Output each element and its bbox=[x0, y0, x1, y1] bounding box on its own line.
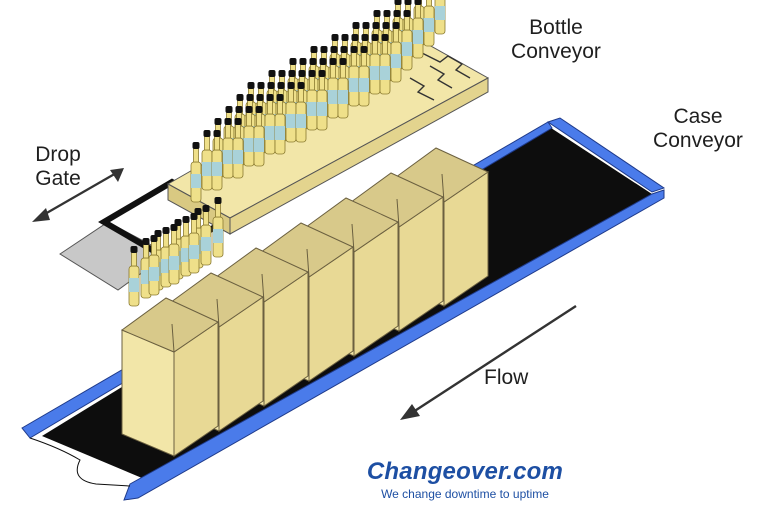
bottle bbox=[201, 130, 213, 191]
bottle bbox=[306, 70, 318, 131]
front-cases bbox=[120, 297, 220, 457]
bottle-conveyor-label-line2: Conveyor bbox=[511, 40, 601, 63]
case-conveyor-label-line2: Conveyor bbox=[653, 129, 743, 152]
flow-label: Flow bbox=[484, 366, 529, 389]
bottle bbox=[401, 10, 413, 71]
bottle bbox=[168, 224, 180, 285]
bottle bbox=[140, 238, 152, 299]
bottle-conveyor-label: Bottle Conveyor bbox=[496, 16, 616, 64]
bottles bbox=[190, 0, 446, 203]
bottle bbox=[348, 46, 360, 107]
bottle bbox=[369, 34, 381, 95]
dropping-bottles bbox=[128, 197, 224, 307]
bottle bbox=[337, 58, 349, 119]
bottle bbox=[327, 58, 339, 119]
bottle bbox=[211, 130, 223, 191]
bottle bbox=[200, 205, 212, 266]
cases bbox=[165, 147, 490, 432]
case-7 bbox=[120, 297, 220, 457]
drop-gate-label-line2: Gate bbox=[35, 167, 81, 190]
logo-tagline: We change downtime to uptime bbox=[381, 487, 549, 501]
case-conveyor-label: Case Conveyor bbox=[638, 105, 758, 153]
drop-gate-arrow bbox=[32, 168, 124, 222]
bottle bbox=[232, 118, 244, 179]
case-conveyor-far-rail bbox=[546, 117, 666, 193]
case-conveyor-end-cut bbox=[29, 437, 131, 487]
bottle bbox=[423, 0, 435, 47]
bottle bbox=[253, 106, 265, 167]
bottle bbox=[148, 235, 160, 296]
bottle-conveyor-label-line1: Bottle bbox=[529, 16, 583, 39]
flow-arrow bbox=[400, 304, 577, 420]
bottle bbox=[188, 213, 200, 274]
bottle bbox=[379, 34, 391, 95]
bottle bbox=[316, 70, 328, 131]
case-conveyor-label-line1: Case bbox=[673, 105, 723, 128]
bottle bbox=[285, 82, 297, 143]
bottle bbox=[295, 82, 307, 143]
bottle bbox=[412, 0, 424, 59]
drop-gate-label: Drop Gate bbox=[18, 143, 98, 191]
bottle bbox=[358, 46, 370, 107]
bottle-conveyor-chain bbox=[409, 51, 471, 101]
bottle bbox=[390, 22, 402, 83]
bottle bbox=[180, 216, 192, 277]
bottle bbox=[160, 227, 172, 288]
bottle bbox=[190, 142, 202, 203]
bottle bbox=[212, 197, 224, 258]
bottle bbox=[264, 94, 276, 155]
drop-gate-label-line1: Drop bbox=[35, 143, 81, 166]
bottle bbox=[274, 94, 286, 155]
changeover-logo[interactable]: Changeover.com We change downtime to upt… bbox=[340, 458, 590, 501]
case-conveyor-near-rail bbox=[123, 189, 665, 501]
bottle bbox=[243, 106, 255, 167]
bottle bbox=[434, 0, 446, 35]
logo-name: Changeover.com bbox=[366, 458, 564, 485]
bottle bbox=[128, 246, 140, 307]
